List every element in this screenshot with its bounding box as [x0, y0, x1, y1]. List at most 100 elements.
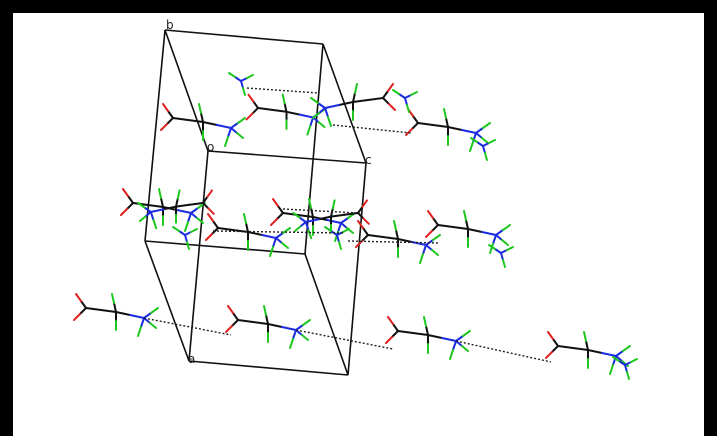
bond-half [361, 199, 368, 208]
bond-half [234, 76, 242, 82]
axis-label-b: b [166, 18, 174, 32]
bond-half [301, 334, 309, 341]
bond-half [160, 123, 168, 131]
bond-half [462, 330, 471, 337]
bond-half [547, 331, 554, 340]
bond-half [354, 83, 358, 94]
bond-half [475, 127, 484, 134]
bond-half [298, 216, 307, 223]
unit-cell [144, 29, 367, 376]
hydrogen-bond [295, 329, 394, 350]
bond-half [352, 92, 356, 103]
bond-half [217, 227, 234, 231]
bond-half [437, 224, 454, 228]
bond-half [357, 220, 364, 229]
cell-axis-labels: b o c a [166, 18, 372, 366]
molecule [137, 189, 215, 230]
bond-half [202, 202, 210, 210]
bond-half [275, 237, 283, 244]
bond-half [245, 112, 254, 121]
bond-half [310, 97, 319, 104]
bond-half [330, 213, 346, 218]
bond-half [162, 103, 169, 112]
bond-half [326, 219, 342, 224]
bond-half [361, 234, 369, 242]
bond-half [85, 307, 102, 311]
bond-half [488, 139, 496, 144]
bond-half [225, 325, 233, 333]
bond-half [202, 121, 218, 126]
bond-half [392, 323, 399, 332]
bond-half [387, 316, 394, 325]
bond-half [352, 99, 369, 103]
bond-half [73, 313, 81, 321]
bond-half [432, 217, 439, 226]
bond-half [224, 136, 229, 147]
hydrogen-bond [246, 87, 319, 94]
bond-half [410, 91, 418, 96]
bond-half [149, 322, 157, 329]
molecule [292, 199, 370, 240]
bond-half [126, 202, 134, 210]
bond-half [427, 210, 434, 219]
bond-half [502, 259, 506, 268]
bond-half [251, 107, 259, 115]
bond-half [621, 360, 629, 367]
axis-label-a: a [188, 352, 195, 366]
bond-half [80, 300, 87, 309]
hydrogen-bond [332, 124, 412, 134]
bond-half [609, 364, 614, 375]
bond-half [200, 112, 204, 123]
bond-half [501, 239, 509, 246]
bond-half [615, 355, 623, 362]
bond-half [190, 212, 198, 219]
bond-half [186, 241, 190, 250]
cell-edge [144, 240, 306, 255]
bond-half [196, 217, 204, 224]
bond-half [162, 205, 177, 211]
bond-half [144, 211, 152, 218]
bond-half [618, 360, 626, 366]
ammonium-group [172, 226, 198, 250]
bond-half [465, 219, 469, 230]
bond-half [190, 228, 198, 233]
bond-half [230, 122, 239, 129]
bond-half [492, 234, 497, 245]
bond-half [482, 142, 490, 147]
bond-half [232, 312, 239, 321]
bond-half [206, 189, 213, 198]
bond-half [475, 132, 483, 139]
bond-half [455, 335, 464, 342]
bond-half [431, 224, 439, 232]
bond-half [382, 236, 399, 240]
bond-half [167, 110, 174, 119]
bond-half [385, 336, 393, 344]
bond-half [283, 102, 288, 113]
bond-half [445, 117, 449, 128]
bond-half [79, 307, 87, 315]
bond-half [470, 137, 478, 143]
bond-half [630, 358, 638, 363]
bond-half [367, 234, 384, 238]
bond-half [432, 124, 449, 128]
bond-half [355, 240, 363, 248]
bond-half [113, 302, 117, 313]
bond-half [276, 212, 284, 220]
bond-half [188, 202, 204, 206]
bond-half [294, 225, 302, 232]
bond-half [337, 222, 342, 233]
bond-half [463, 210, 467, 221]
bond-half [140, 317, 145, 328]
hydrogen-bond [282, 208, 359, 214]
cell-edge [144, 240, 190, 362]
bond-half [267, 323, 283, 328]
bond-half [397, 238, 413, 243]
bond-half [237, 319, 254, 323]
bond-half [404, 94, 412, 99]
bond-half [551, 345, 559, 353]
bond-half [506, 246, 514, 251]
bond-half [476, 141, 484, 147]
cell-edge [304, 253, 349, 376]
bond-half [184, 234, 188, 243]
bond-half [281, 242, 289, 249]
